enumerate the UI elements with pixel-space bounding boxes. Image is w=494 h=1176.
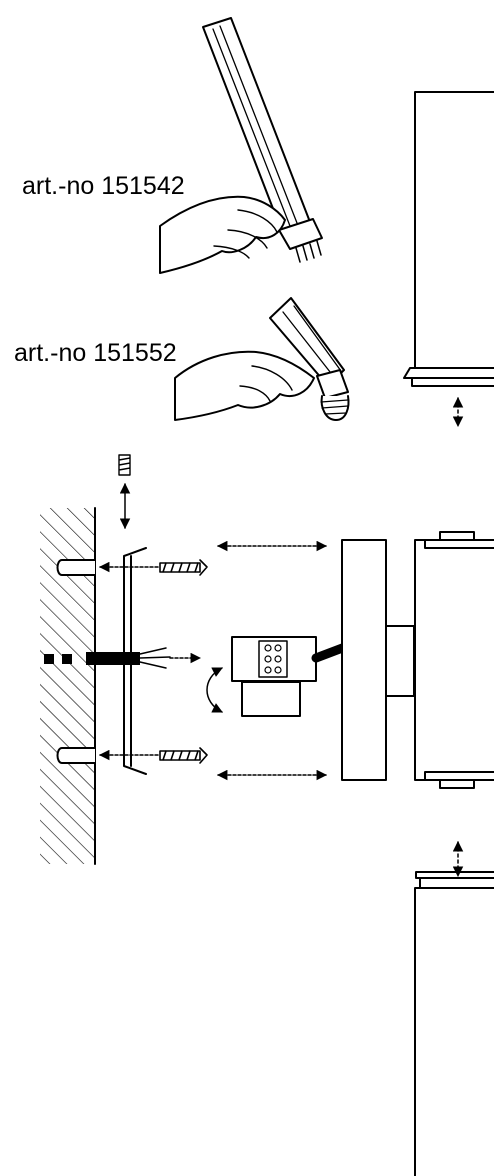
- screws: [118, 454, 208, 764]
- wall-plugs: [56, 559, 96, 764]
- terminal-block: [231, 636, 350, 717]
- middle-luminaire: [341, 531, 494, 789]
- top-luminaire-housing: [403, 91, 494, 387]
- supply-cable: [44, 647, 171, 669]
- bulb-lamp-illustration: [174, 297, 350, 421]
- article-number-tube-lamp: art.-no 151542: [22, 172, 185, 200]
- bottom-luminaire-housing: [414, 871, 494, 1176]
- tube-lamp-illustration: [159, 17, 323, 274]
- article-number-bulb-lamp: art.-no 151552: [14, 339, 177, 367]
- assembly-arrows: [98, 396, 464, 878]
